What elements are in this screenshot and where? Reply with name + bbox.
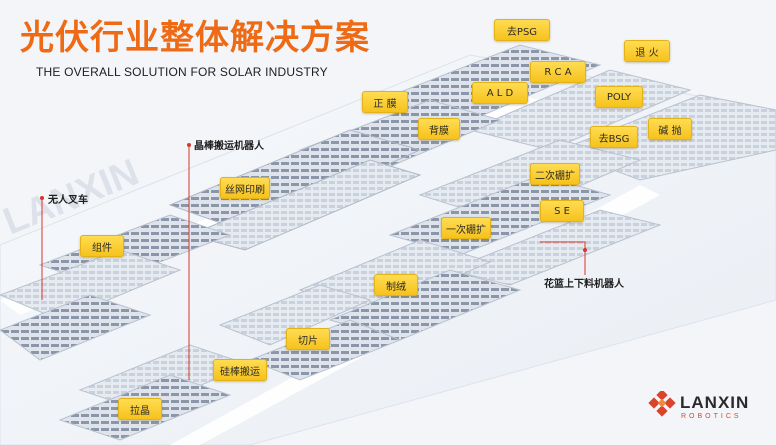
page-subtitle: THE OVERALL SOLUTION FOR SOLAR INDUSTRY [36,65,328,79]
tag-alkali[interactable]: 碱 抛 [648,118,692,140]
tag-slicing[interactable]: 切片 [286,328,330,350]
brand-name: LANXIN [680,393,750,412]
lanxin-logo-icon [648,391,676,417]
callout-rod-robot: 晶棒搬运机器人 [194,141,264,152]
tag-rca[interactable]: R C A [530,61,586,83]
tag-ald[interactable]: A L D [472,82,528,104]
tag-texture[interactable]: 制绒 [374,274,418,296]
tag-psg[interactable]: 去PSG [494,19,550,41]
tag-anneal[interactable]: 退 火 [624,40,670,62]
tag-bsg[interactable]: 去BSG [590,126,638,148]
callout-forklift: 无人叉车 [48,195,88,206]
tag-crystal-pull[interactable]: 拉晶 [118,398,162,420]
tag-front-coat[interactable]: 正 膜 [362,91,408,113]
tag-poly[interactable]: POLY [595,86,643,108]
tag-screen-print[interactable]: 丝网印刷 [220,177,270,199]
brand-subtitle: ROBOTICS [681,413,742,420]
tag-first-diff[interactable]: 一次硼扩 [441,217,491,239]
tag-se[interactable]: S E [540,200,584,222]
tag-second-diff[interactable]: 二次硼扩 [530,163,580,185]
tag-rod-handling[interactable]: 硅棒搬运 [213,359,267,381]
tag-module[interactable]: 组件 [80,235,124,257]
callout-basket-robot: 花篮上下料机器人 [544,279,624,290]
page-title: 光伏行业整体解决方案 [20,18,370,58]
tag-back-coat[interactable]: 背膜 [418,118,460,140]
